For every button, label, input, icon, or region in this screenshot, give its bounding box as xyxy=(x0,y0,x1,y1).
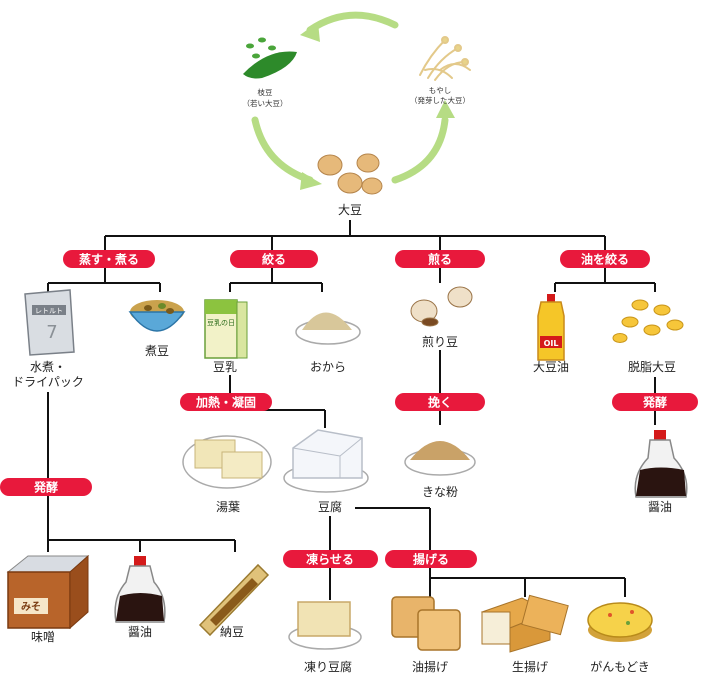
soy-sauce-bottle-right-illustration xyxy=(634,430,688,498)
miso-box-text: みそ xyxy=(21,601,41,613)
svg-text:発酵: 発酵 xyxy=(33,480,58,495)
soymilk-carton-illustration: 豆乳の日 xyxy=(204,299,248,359)
okara-plate-illustration xyxy=(295,312,361,345)
oil-text: OIL xyxy=(544,339,559,348)
product-label-shoyu-left: 醤油 xyxy=(128,624,152,639)
product-label-mame: 煮豆 xyxy=(145,344,169,358)
svg-text:煎る: 煎る xyxy=(428,252,452,267)
edamame-illustration xyxy=(243,37,297,79)
aburaage-illustration xyxy=(391,596,461,651)
cycle-arrowheads xyxy=(300,22,455,190)
process-pill-grind: 挽く xyxy=(395,393,485,411)
svg-text:凍らせる: 凍らせる xyxy=(306,552,354,567)
svg-text:揚げる: 揚げる xyxy=(413,552,449,567)
process-pill-ferment-right: 発酵 xyxy=(612,393,698,411)
natto-illustration xyxy=(198,563,270,637)
moyashi-sub-label: （発芽した大豆） xyxy=(410,95,470,105)
soybeans-illustration xyxy=(317,153,383,195)
namaage-illustration xyxy=(480,594,569,653)
miso-box-illustration: みそ xyxy=(6,554,90,630)
frozen-tofu-plate-illustration xyxy=(288,601,362,650)
svg-text:発酵: 発酵 xyxy=(642,395,667,410)
product-label-okara: おから xyxy=(310,360,346,374)
tree-lines xyxy=(47,220,656,600)
product-label-daizuyu: 大豆油 xyxy=(533,360,569,374)
process-pill-squeeze-oil: 油を絞る xyxy=(560,250,650,268)
svg-text:加熱・凝固: 加熱・凝固 xyxy=(195,395,256,410)
svg-text:蒸す・煮る: 蒸す・煮る xyxy=(79,252,139,267)
process-pill-freeze: 凍らせる xyxy=(283,550,378,568)
product-label-shoyu-right: 醤油 xyxy=(648,499,672,514)
product-label-abura: 油揚げ xyxy=(412,660,448,674)
product-label-koori: 凍り豆腐 xyxy=(304,659,352,674)
roasted-beans-illustration xyxy=(410,286,473,327)
soy-sauce-bottle-left-illustration xyxy=(114,556,166,623)
tofu-plate-illustration xyxy=(283,429,369,493)
edamame-sub-label: （若い大豆） xyxy=(243,98,288,108)
product-label-yuba: 湯葉 xyxy=(216,500,240,514)
product-label-ganmo: がんもどき xyxy=(590,659,649,674)
process-pill-ferment-left: 発酵 xyxy=(0,478,92,496)
product-label-nama: 生揚げ xyxy=(512,660,548,674)
defatted-soybeans-illustration xyxy=(612,299,684,343)
svg-text:絞る: 絞る xyxy=(262,252,286,267)
process-pill-heat-coagulate: 加熱・凝固 xyxy=(180,393,272,411)
product-label-dashi: 脱脂大豆 xyxy=(628,359,676,374)
ganmodoki-illustration xyxy=(587,602,653,642)
svg-text:挽く: 挽く xyxy=(428,395,452,410)
retort-pouch-illustration: レトルト 7 xyxy=(24,289,75,356)
product-label-mizuni-line2: ドライパック xyxy=(12,375,84,389)
product-label-miso: 味噌 xyxy=(31,630,55,644)
product-label-natto: 納豆 xyxy=(220,625,244,639)
product-label-kinako: きな粉 xyxy=(422,485,458,499)
process-pill-squeeze: 絞る xyxy=(230,250,318,268)
edamame-label: 枝豆 xyxy=(258,87,273,97)
kinako-plate-illustration xyxy=(404,441,476,476)
boiled-beans-bowl-illustration xyxy=(128,300,186,332)
process-pill-fry: 揚げる xyxy=(385,550,477,568)
product-label-tofu: 豆腐 xyxy=(318,499,342,514)
moyashi-label: もやし xyxy=(429,86,452,95)
svg-text:7: 7 xyxy=(46,322,57,343)
oil-bottle-illustration: OIL xyxy=(537,294,565,361)
moyashi-illustration xyxy=(419,36,471,81)
yuba-plate-illustration xyxy=(182,435,272,489)
pouch-text: レトルト xyxy=(35,307,63,315)
process-pill-steam-boil: 蒸す・煮る xyxy=(63,250,155,268)
product-label-irimame: 煎り豆 xyxy=(422,334,458,349)
product-label-tonyu: 豆乳 xyxy=(213,360,237,374)
root-label: 大豆 xyxy=(338,203,362,217)
process-pill-roast: 煎る xyxy=(395,250,485,268)
carton-text: 豆乳の日 xyxy=(207,318,235,327)
product-label-mizuni-line1: 水煮・ xyxy=(30,360,66,374)
svg-text:油を絞る: 油を絞る xyxy=(581,252,629,267)
